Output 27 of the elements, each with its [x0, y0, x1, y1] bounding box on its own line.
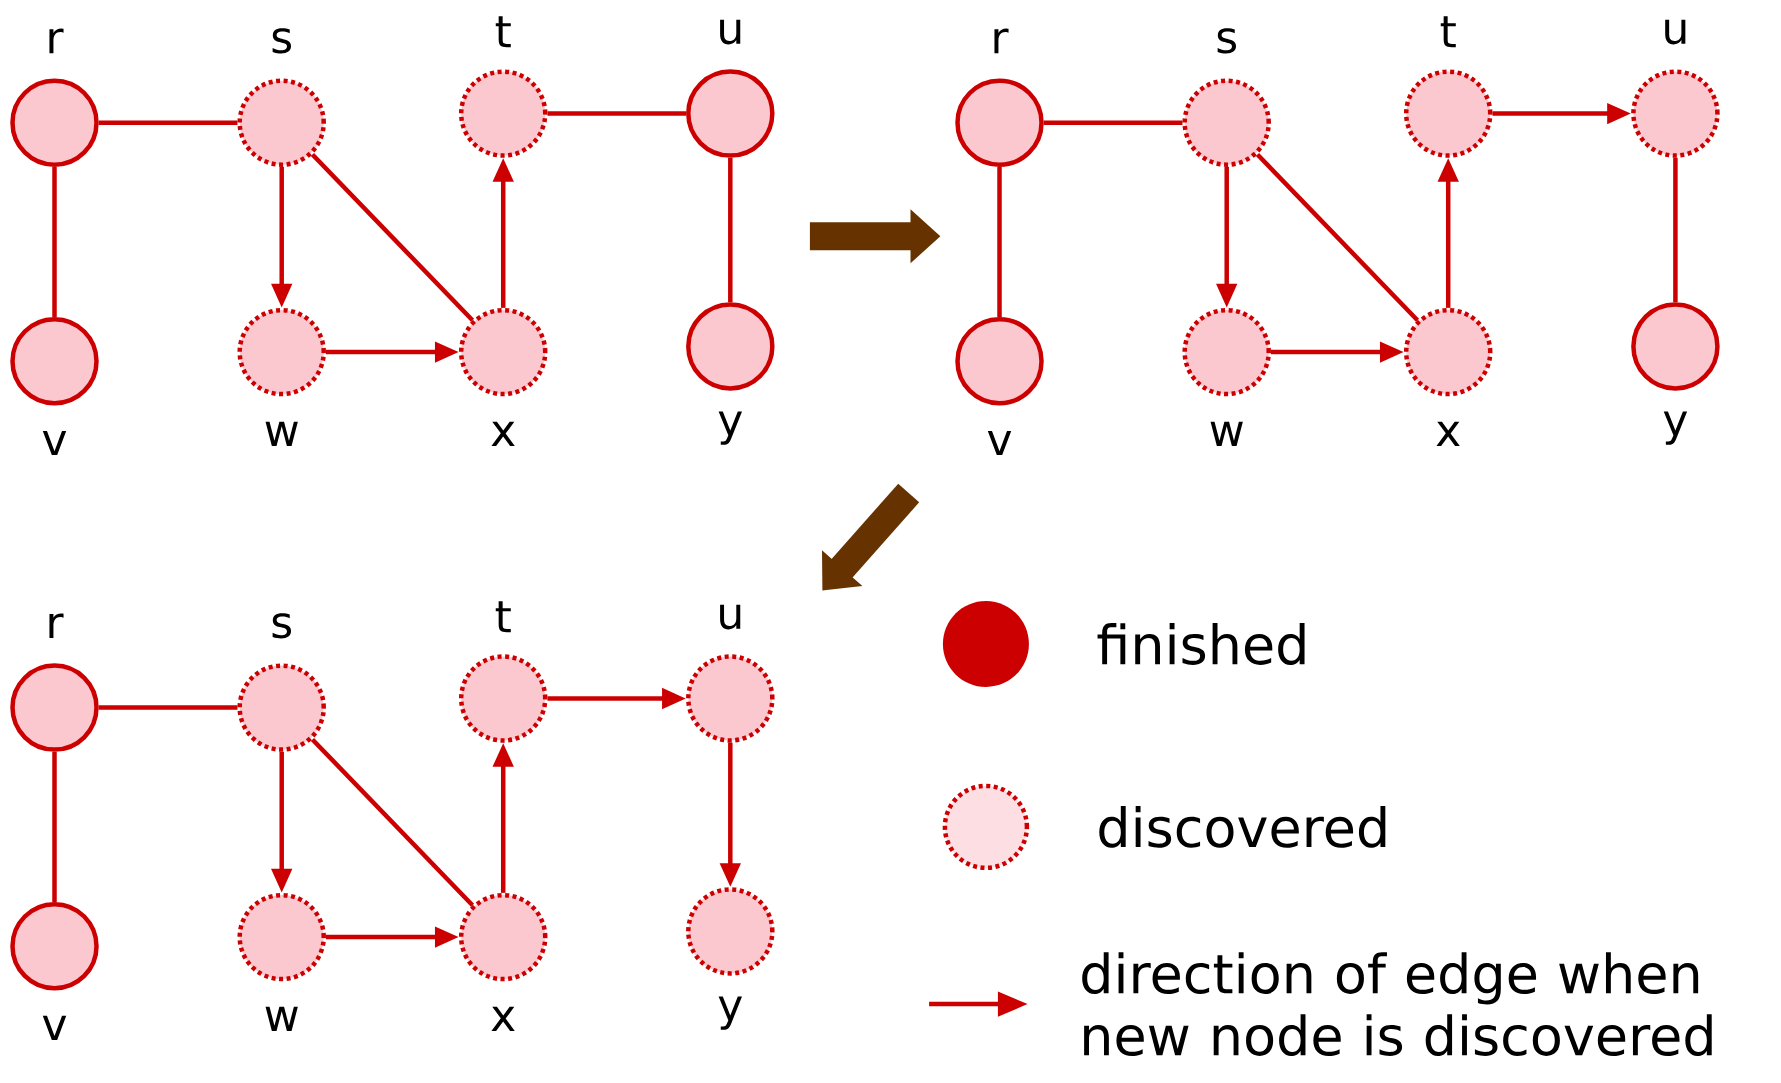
node-label: r — [49, 28, 64, 54]
node-label: x — [491, 421, 515, 446]
node-label: x — [491, 1006, 515, 1031]
node-label: s — [1217, 28, 1236, 54]
node-label: x — [1436, 421, 1460, 446]
node-label: s — [272, 28, 291, 54]
node-label: u — [720, 19, 741, 45]
node-label: y — [1663, 411, 1688, 445]
node-label: w — [265, 1006, 298, 1031]
node-label: v — [42, 1015, 67, 1040]
node-label: r — [994, 28, 1009, 54]
legend-text: discovered — [1099, 806, 1386, 848]
node-label: t — [495, 601, 511, 633]
node-label: v — [42, 430, 67, 456]
node-label: t — [1440, 16, 1456, 48]
legend-text: direction of edge when new node is discovered — [1082, 952, 1712, 1056]
node-label: v — [987, 430, 1012, 456]
node-label: u — [720, 604, 741, 630]
legend-text: finished — [1097, 623, 1305, 665]
node-label: w — [1210, 421, 1243, 446]
node-label: y — [718, 996, 742, 1030]
node-label: r — [49, 613, 64, 639]
node-label: s — [272, 613, 291, 639]
node-label: y — [718, 411, 742, 445]
node-label: u — [1665, 19, 1686, 45]
node-label: t — [495, 16, 511, 48]
node-label: w — [265, 421, 298, 446]
